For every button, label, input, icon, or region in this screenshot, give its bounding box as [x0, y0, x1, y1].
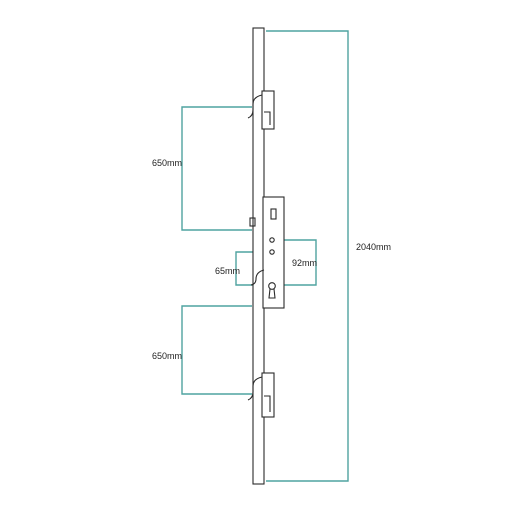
latch-tongue: [249, 217, 256, 227]
euro-cylinder-body: [268, 288, 276, 299]
latch-slot: [270, 208, 277, 220]
dimension-lines: [181, 30, 349, 482]
bottom-spacing-dimension: [181, 305, 252, 395]
top-spacing-dimension: [181, 106, 252, 231]
top-spacing-label: 650mm: [152, 158, 183, 168]
top-hook-housing: [261, 90, 275, 130]
follower-spindle: [269, 237, 275, 243]
overall-length-label: 2040mm: [356, 242, 392, 252]
bottom-spacing-label: 650mm: [152, 351, 183, 361]
euro-cylinder-top: [268, 282, 276, 290]
backset-label: 65mm: [215, 266, 241, 276]
centre-to-centre-label: 92mm: [292, 258, 318, 268]
bottom-hook-housing: [261, 372, 275, 418]
top-hook: [247, 94, 263, 119]
spindle-hole: [269, 249, 275, 255]
multipoint-lock: [247, 27, 285, 485]
overall-length-dimension: [266, 30, 349, 482]
centre-to-centre-dimension: [279, 239, 317, 286]
gearbox-case: [262, 196, 285, 309]
bottom-hook: [247, 376, 263, 401]
deadbolt-hook: [250, 269, 265, 286]
